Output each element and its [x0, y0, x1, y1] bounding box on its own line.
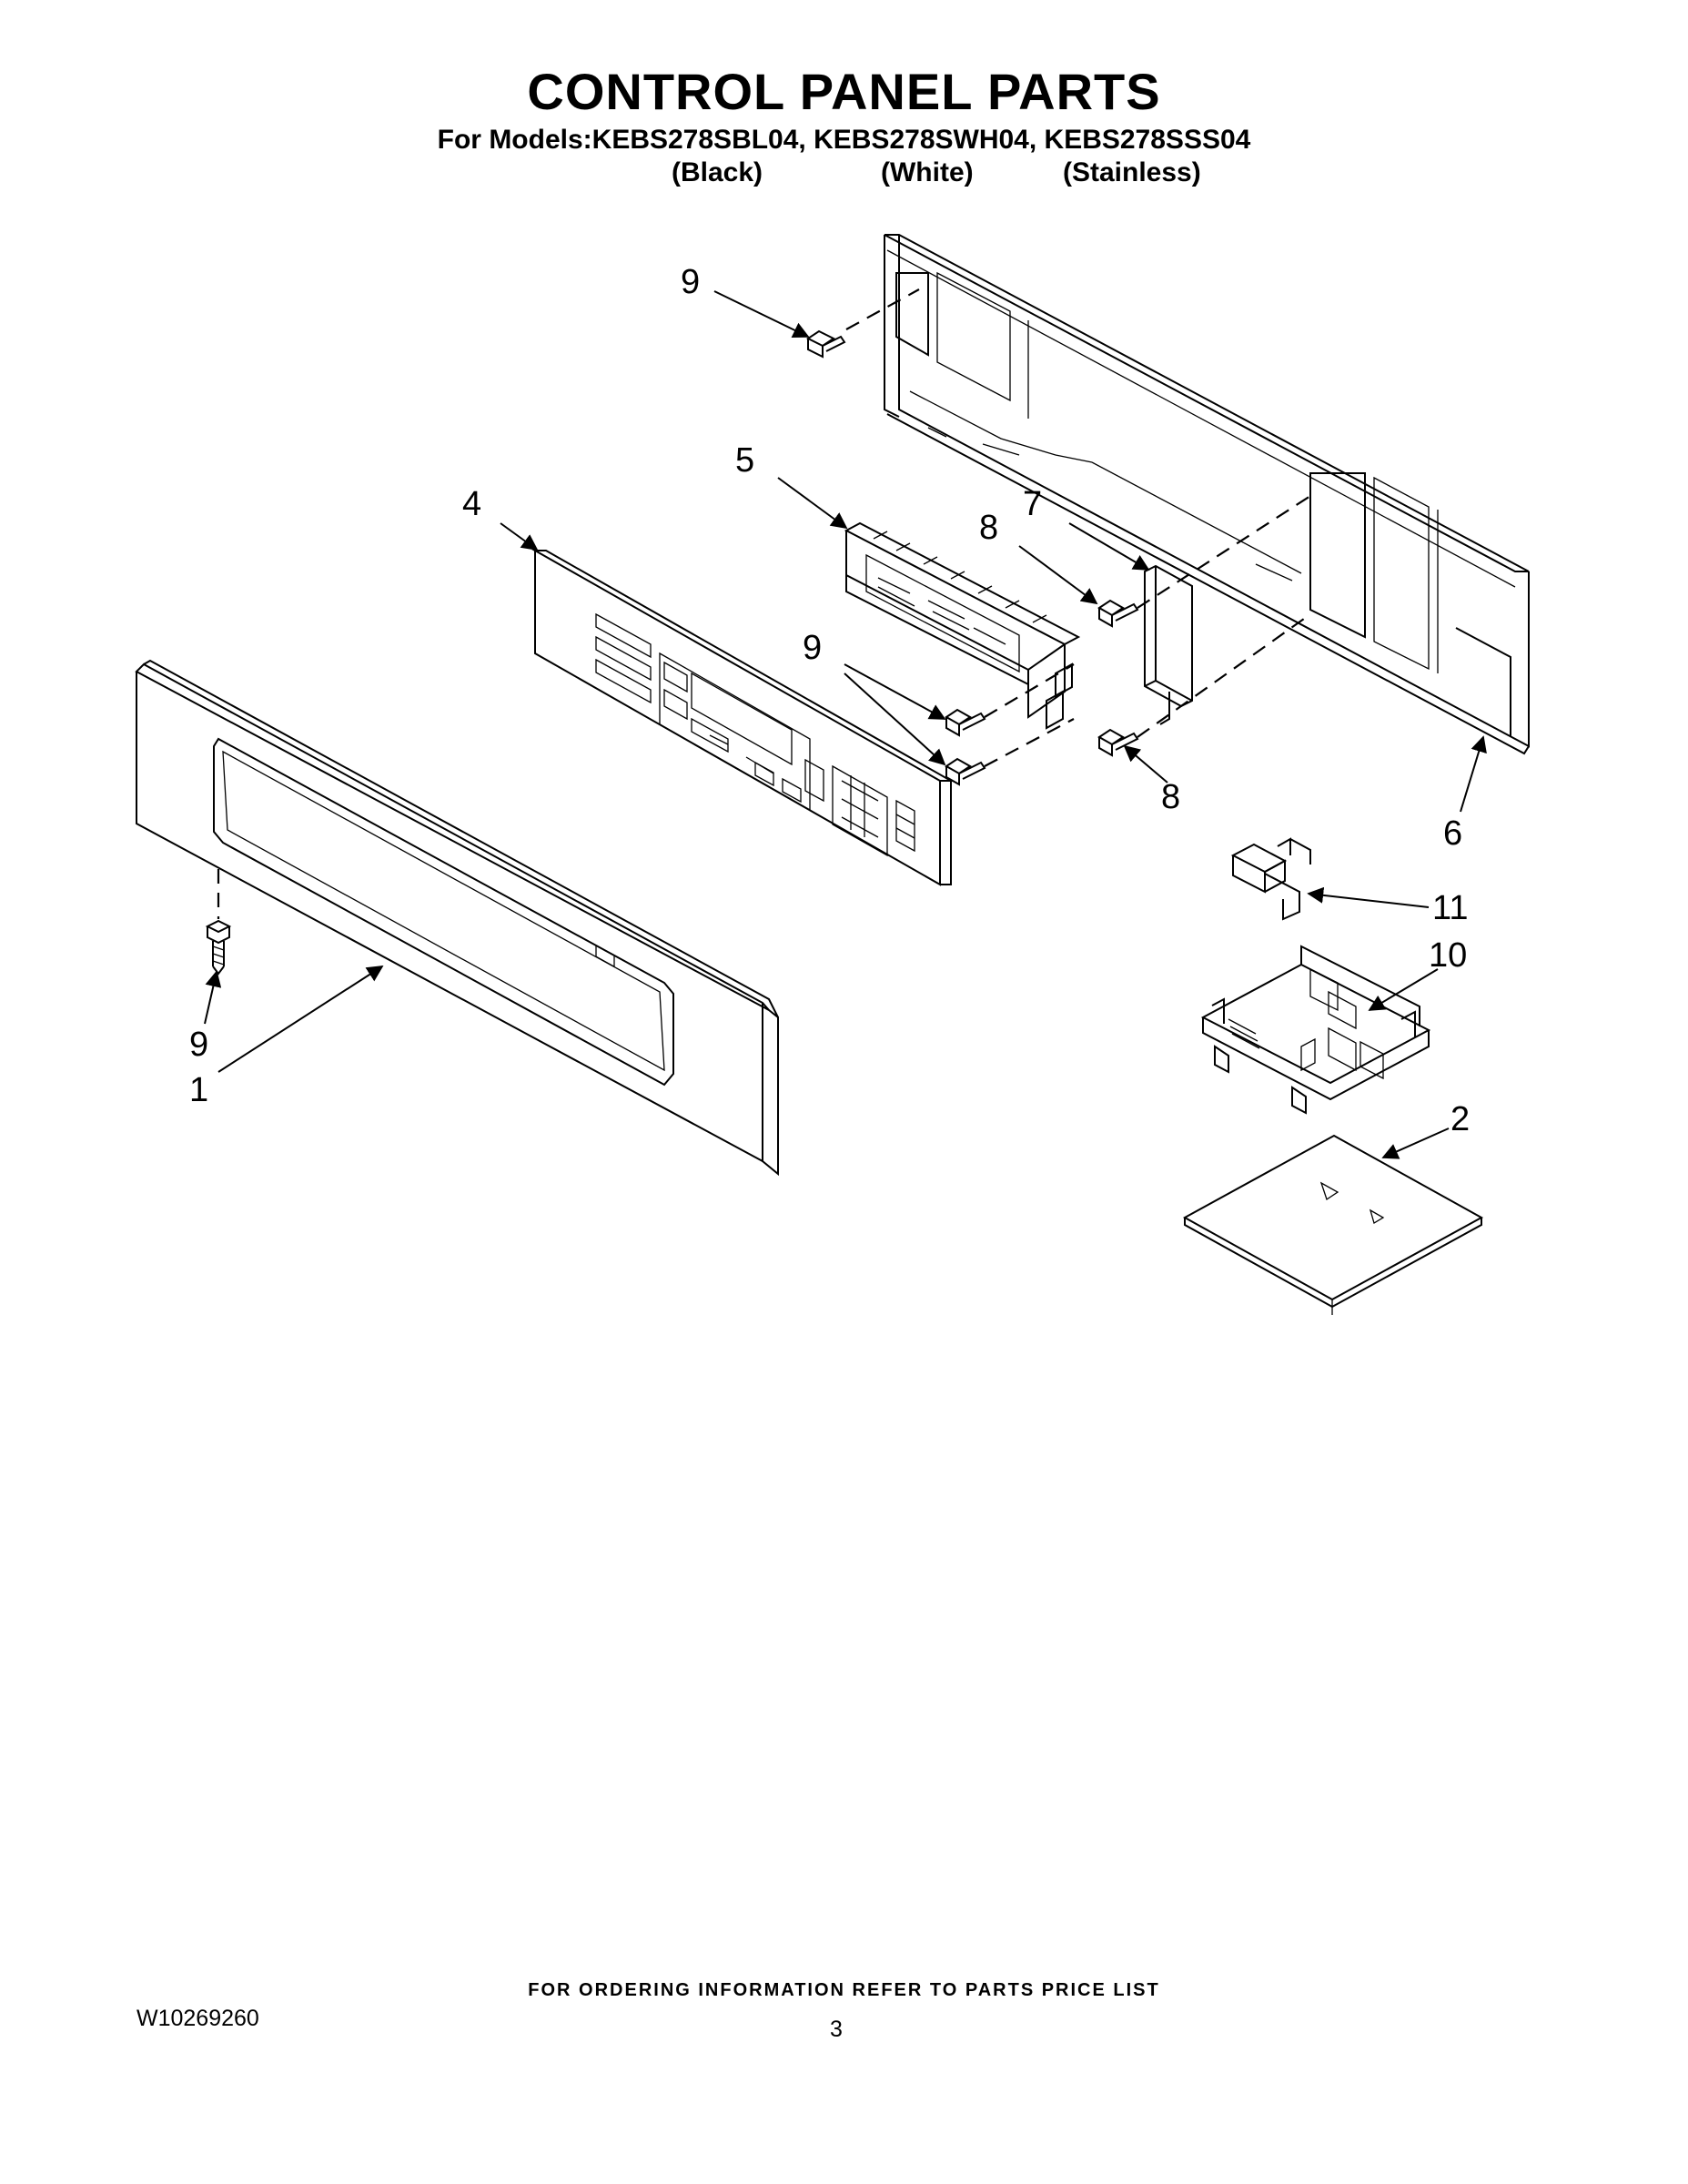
callout-1: 1 [189, 1071, 208, 1109]
callout-9-top: 9 [681, 263, 700, 301]
callout-4: 4 [462, 485, 481, 523]
finish-stainless-label: (Stainless) [1063, 157, 1201, 187]
finish-white-label: (White) [881, 157, 974, 187]
page-title: CONTROL PANEL PARTS [527, 63, 1161, 120]
callout-10: 10 [1429, 936, 1467, 975]
bracket-part-7 [1144, 564, 1193, 725]
callout-7: 7 [1023, 485, 1042, 523]
callout-6: 6 [1443, 814, 1462, 853]
leader-arrow-8-upper [1018, 545, 1098, 605]
leader-arrow-10 [1368, 968, 1439, 1011]
leader-arrow-9-center-upper [844, 663, 946, 720]
leader-arrow-4 [500, 522, 539, 551]
page-number: 3 [830, 2017, 843, 2042]
board-tray-part-10 [1200, 945, 1431, 1115]
screw-part-9-top [806, 329, 846, 359]
document-number: W10269260 [136, 2006, 259, 2031]
callout-5: 5 [735, 441, 754, 480]
callout-9-left: 9 [189, 1026, 208, 1064]
assembly-line-screw-9-lower [984, 718, 1075, 767]
callout-11: 11 [1432, 889, 1468, 927]
switch-part-11 [1230, 837, 1311, 921]
mounting-bracket-part-6 [884, 234, 1530, 755]
callout-9-center: 9 [803, 629, 822, 667]
leader-arrow-5 [777, 477, 848, 530]
assembly-line-screw-8-upper [1137, 495, 1311, 609]
callout-8-lower: 8 [1161, 778, 1180, 816]
control-panel-part-1 [135, 659, 779, 1177]
assembly-line-screw-8-lower [1137, 613, 1311, 738]
screw-part-8-upper [1097, 599, 1139, 628]
leader-arrow-9-left [204, 970, 222, 1025]
callout-8-upper: 8 [979, 509, 998, 547]
leader-arrow-2 [1381, 1127, 1450, 1159]
screw-part-9-center-lower [945, 757, 986, 786]
screw-part-9-left [205, 919, 232, 976]
models-line: For Models:KEBS278SBL04, KEBS278SWH04, K… [437, 125, 1251, 155]
assembly-line-screw-9-top [845, 288, 920, 330]
ordering-note: FOR ORDERING INFORMATION REFER TO PARTS … [528, 1980, 1160, 2000]
leader-arrow-9-center-lower [844, 672, 946, 766]
screw-part-9-center-upper [945, 708, 986, 737]
leader-arrow-9-top [713, 290, 810, 339]
leader-arrow-8-lower [1123, 744, 1168, 784]
assembly-line-screw-9-upper [984, 663, 1075, 718]
leader-arrow-11 [1307, 886, 1430, 908]
electronic-control-part-5 [844, 521, 1081, 730]
screw-part-8-lower [1097, 728, 1139, 757]
leader-arrow-1 [217, 966, 384, 1073]
leader-arrow-7 [1068, 522, 1150, 571]
leader-arrow-6 [1460, 735, 1487, 813]
cover-plate-part-2 [1182, 1134, 1484, 1315]
callout-2: 2 [1450, 1100, 1470, 1138]
finish-black-label: (Black) [672, 157, 763, 187]
